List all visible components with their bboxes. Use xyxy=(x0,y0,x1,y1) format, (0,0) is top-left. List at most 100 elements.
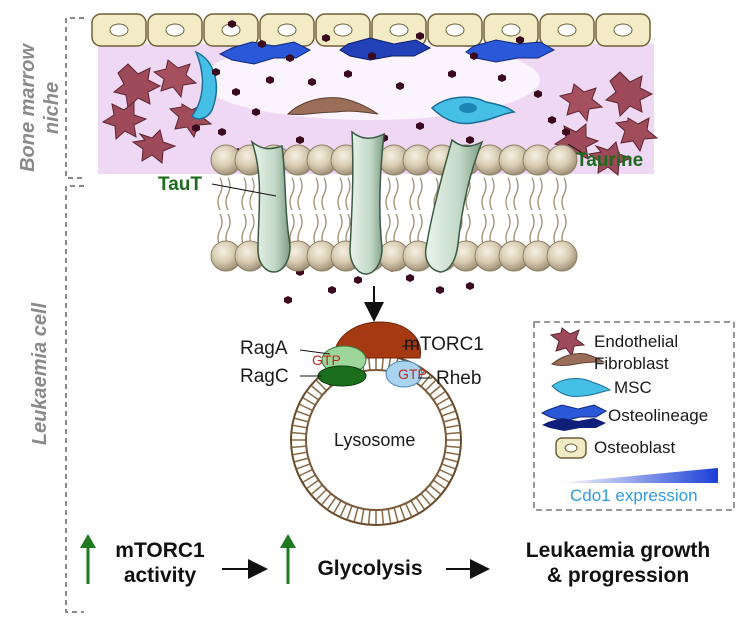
lipid-tail xyxy=(313,213,319,247)
raga-pointer xyxy=(299,349,331,355)
lysosome-spike xyxy=(367,356,371,371)
taurine-dot xyxy=(548,116,556,124)
mtorc1-label: mTORC1 xyxy=(404,334,484,355)
taurine-pointer xyxy=(567,143,585,155)
lipid-tail xyxy=(513,177,519,211)
osteolineage-cells xyxy=(218,37,556,65)
lysosome-spike xyxy=(387,508,392,523)
lysosome-spike xyxy=(316,488,328,500)
osteoblast-nucleus xyxy=(277,23,297,37)
legend-osteoblast-nucleus xyxy=(564,443,578,453)
taurine-dot xyxy=(232,88,240,96)
lysosome-spike xyxy=(367,509,371,524)
legend-msc-label: MSC xyxy=(614,378,652,397)
lysosome-spike xyxy=(299,403,313,412)
osteoblast-nucleus xyxy=(109,23,129,37)
taurine-dot xyxy=(396,82,404,90)
lipid-tail xyxy=(297,177,303,211)
legend-fibroblast-label: Fibroblast xyxy=(594,354,669,373)
fibroblast-cell xyxy=(286,97,379,116)
taurine-dot xyxy=(534,90,542,98)
lipid-tail xyxy=(225,177,231,211)
up-arrowhead-glycolysis xyxy=(280,534,296,548)
osteoblast-nucleus xyxy=(445,23,465,37)
taurine-dot xyxy=(406,274,414,282)
lysosome-spike xyxy=(346,505,353,520)
lysosome-spike xyxy=(443,417,458,423)
lipid-tail xyxy=(417,177,423,211)
lysosome-spike xyxy=(381,356,385,371)
lysosome-spike xyxy=(316,380,328,392)
taurine-dot xyxy=(328,286,336,294)
lysosome-spike xyxy=(424,488,436,500)
taurine-dot xyxy=(516,36,524,44)
ragc-subunit xyxy=(317,365,367,387)
lipid-tail xyxy=(249,177,255,211)
lipid-tail xyxy=(313,177,319,211)
lipid-tail xyxy=(241,213,247,247)
lipid-tail xyxy=(489,177,495,211)
taurine-dot xyxy=(562,128,570,136)
lipid-head-inner xyxy=(546,240,578,272)
lysosome-spike xyxy=(441,463,456,470)
lysosome-label: Lysosome xyxy=(334,430,416,450)
lysosome-spike xyxy=(445,445,460,449)
lysosome-spike xyxy=(294,417,309,423)
lysosome-spike xyxy=(404,503,413,517)
lysosome-spike xyxy=(420,493,431,505)
taut-label: TauT xyxy=(158,174,202,195)
lipid-tail xyxy=(241,177,247,211)
osteoblast-nucleus xyxy=(557,23,577,37)
mtorc1-activity-text: mTORC1 activity xyxy=(115,539,205,587)
lipid-tail xyxy=(561,177,567,211)
lysosome-spike xyxy=(311,484,323,495)
legend-osteolineage-icon-dark xyxy=(542,418,606,431)
lysosome-spike xyxy=(393,507,399,522)
taurine-dot xyxy=(322,34,330,42)
taurine-dot xyxy=(448,70,456,78)
lysosome-spike xyxy=(306,479,320,489)
lipid-tail xyxy=(529,213,535,247)
lysosome-spike xyxy=(294,457,309,463)
lipid-tail xyxy=(537,177,543,211)
lysosome-spike xyxy=(360,508,365,523)
niche-bracket xyxy=(65,17,84,179)
lysosome-spike xyxy=(410,500,419,514)
taurine-dot xyxy=(252,108,260,116)
lysosome-spike xyxy=(353,507,359,522)
taurine-dot xyxy=(192,124,200,132)
legend-msc-icon xyxy=(551,378,612,397)
lipid-tail xyxy=(393,177,399,211)
lysosome-spike xyxy=(432,479,446,489)
lysosome-spike xyxy=(399,505,406,520)
osteoblast-nucleus xyxy=(501,23,521,37)
taurine-dot xyxy=(266,76,274,84)
lysosome-spike xyxy=(436,397,450,406)
glycolysis-text: Glycolysis xyxy=(317,557,423,580)
lysosome-spike xyxy=(445,431,460,435)
lysosome-spike xyxy=(339,503,348,517)
lysosome-spike xyxy=(327,496,337,510)
taurine-dot xyxy=(296,136,304,144)
osteoblast-row xyxy=(91,13,651,47)
taurine-dot xyxy=(470,52,478,60)
lysosome-spike xyxy=(441,410,456,417)
leukaemia-growth-text: Leukaemia growth & progression xyxy=(525,539,711,587)
taurine-dot xyxy=(212,68,220,76)
lysosome-spike xyxy=(292,445,307,449)
leukaemia-cell-label: Leukaemia cell xyxy=(29,302,51,446)
cdo1-gradient-bar xyxy=(558,468,718,483)
lysosome-spike xyxy=(333,500,342,514)
lysosome-spike xyxy=(311,385,323,396)
taurine-dot xyxy=(228,20,236,28)
lipid-tail xyxy=(505,177,511,211)
lipid-tail xyxy=(217,213,223,247)
lipid-tail xyxy=(345,177,351,211)
lipid-tail xyxy=(529,177,535,211)
lipid-tail xyxy=(481,213,487,247)
lipid-tail xyxy=(385,213,391,247)
taurine-dot xyxy=(368,52,376,60)
taurine-dot xyxy=(436,286,444,294)
osteoblast-nucleus xyxy=(333,23,353,37)
